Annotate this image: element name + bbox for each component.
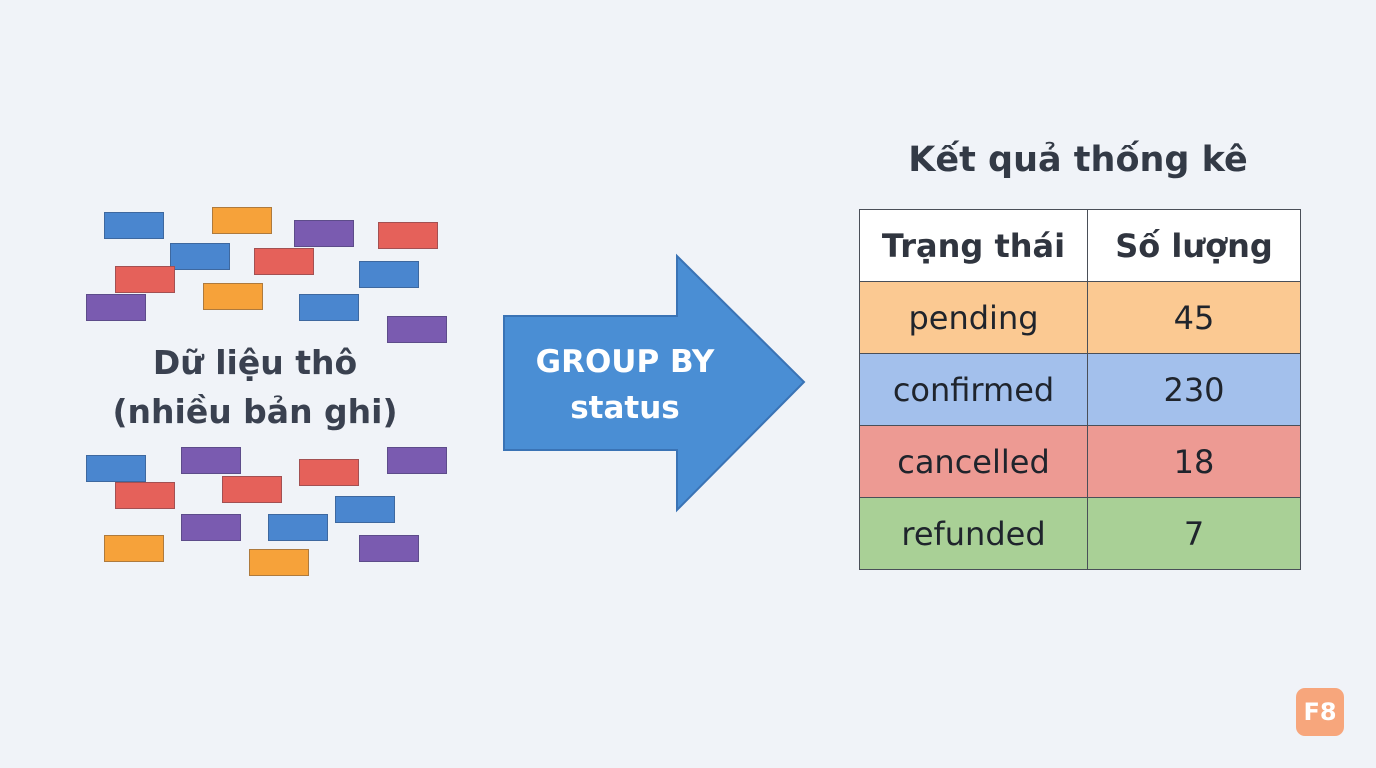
count-cell: 230 bbox=[1087, 353, 1301, 426]
raw-record-block bbox=[86, 455, 146, 482]
status-cell: confirmed bbox=[859, 353, 1088, 426]
table-row: pending 45 bbox=[859, 281, 1301, 354]
group-by-arrow bbox=[503, 253, 806, 513]
status-cell: refunded bbox=[859, 497, 1088, 570]
raw-record-block bbox=[115, 482, 175, 509]
status-cell: cancelled bbox=[859, 425, 1088, 498]
raw-record-block bbox=[378, 222, 438, 249]
raw-record-block bbox=[254, 248, 314, 275]
table-row: refunded 7 bbox=[859, 497, 1301, 570]
raw-record-block bbox=[387, 447, 447, 474]
raw-record-block bbox=[222, 476, 282, 503]
raw-record-block bbox=[359, 535, 419, 562]
result-title: Kết quả thống kê bbox=[908, 140, 1248, 180]
header-status: Trạng thái bbox=[859, 209, 1088, 282]
raw-record-block bbox=[181, 447, 241, 474]
raw-record-block bbox=[115, 266, 175, 293]
raw-record-block bbox=[299, 294, 359, 321]
raw-record-block bbox=[359, 261, 419, 288]
header-count: Số lượng bbox=[1087, 209, 1301, 282]
raw-data-label-line2: (nhiều bản ghi) bbox=[112, 392, 398, 431]
arrow-label-line2: status bbox=[570, 390, 680, 426]
arrow-shape bbox=[503, 253, 806, 513]
raw-record-block bbox=[104, 212, 164, 239]
raw-record-block bbox=[299, 459, 359, 486]
arrow-label-line1: GROUP BY bbox=[535, 344, 715, 380]
count-cell: 18 bbox=[1087, 425, 1301, 498]
raw-record-block bbox=[268, 514, 328, 541]
raw-data-label-line1: Dữ liệu thô bbox=[152, 343, 358, 382]
table-row: confirmed 230 bbox=[859, 353, 1301, 426]
raw-record-block bbox=[294, 220, 354, 247]
raw-record-block bbox=[86, 294, 146, 321]
table-header-row: Trạng thái Số lượng bbox=[859, 209, 1301, 282]
result-table: Trạng thái Số lượng pending 45 confirmed… bbox=[859, 209, 1301, 570]
table-row: cancelled 18 bbox=[859, 425, 1301, 498]
f8-logo-badge: F8 bbox=[1296, 688, 1344, 736]
raw-record-block bbox=[335, 496, 395, 523]
raw-record-block bbox=[203, 283, 263, 310]
count-cell: 7 bbox=[1087, 497, 1301, 570]
count-cell: 45 bbox=[1087, 281, 1301, 354]
status-cell: pending bbox=[859, 281, 1088, 354]
raw-record-block bbox=[104, 535, 164, 562]
raw-record-block bbox=[387, 316, 447, 343]
raw-record-block bbox=[249, 549, 309, 576]
raw-record-block bbox=[170, 243, 230, 270]
raw-record-block bbox=[181, 514, 241, 541]
raw-record-block bbox=[212, 207, 272, 234]
